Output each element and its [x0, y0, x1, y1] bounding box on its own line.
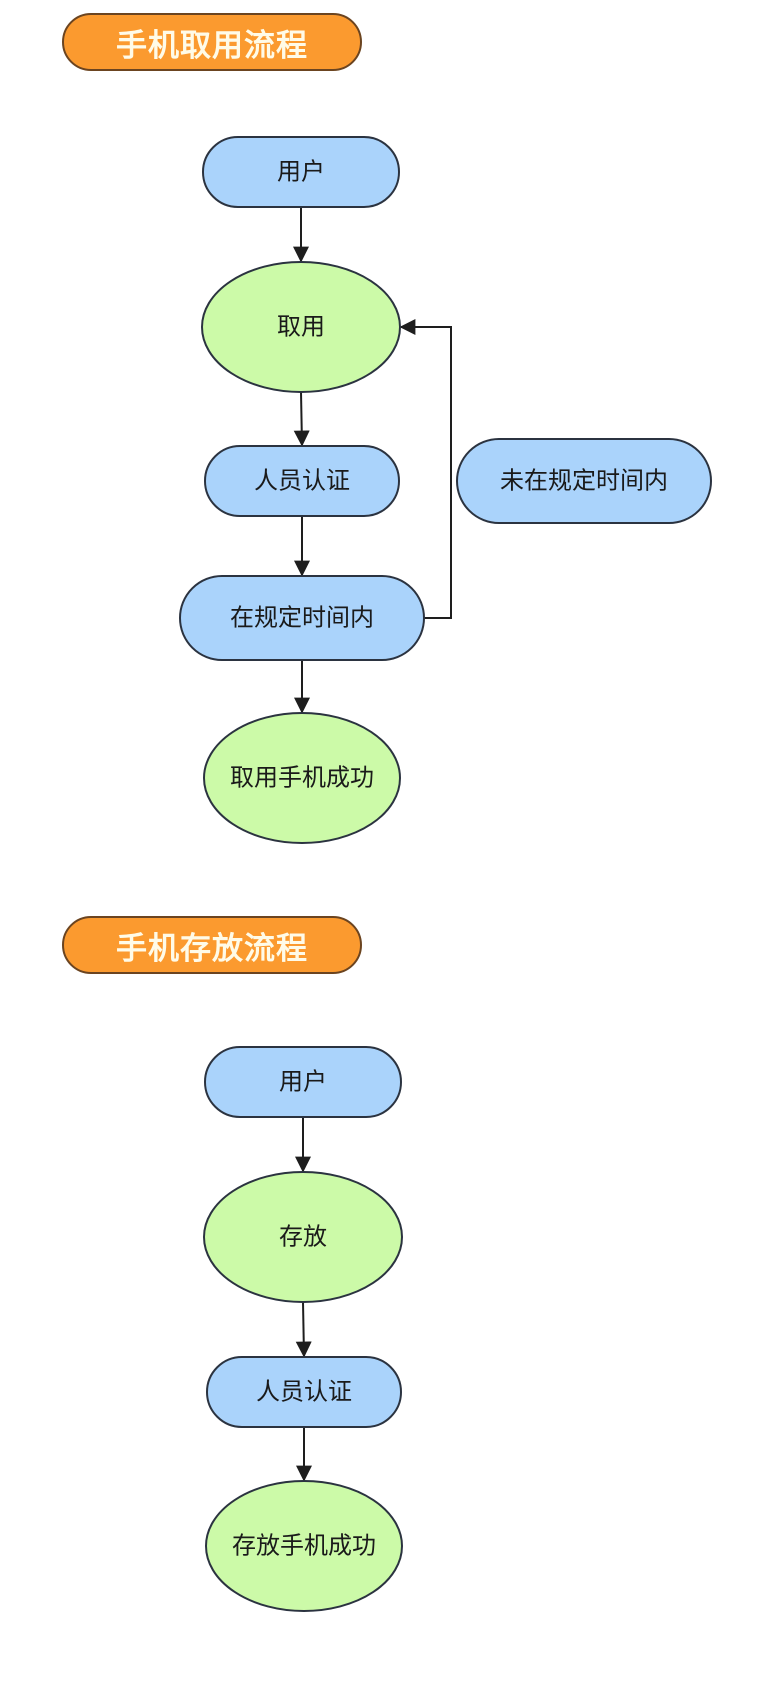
node-label: 存放手机成功 — [232, 1532, 376, 1560]
node-label: 用户 — [277, 158, 325, 186]
node-label: 存放 — [279, 1223, 327, 1251]
node-label: 在规定时间内 — [230, 604, 374, 632]
node-label: 取用 — [277, 313, 325, 341]
node-in-time: 在规定时间内 — [179, 575, 425, 661]
node-store: 存放 — [203, 1171, 403, 1303]
edge-store-to-auth2 — [295, 1301, 312, 1358]
node-label: 人员认证 — [256, 1378, 352, 1406]
pill-shape — [204, 1046, 402, 1118]
node-success: 取用手机成功 — [203, 712, 401, 844]
pill-shape — [179, 575, 425, 661]
node-auth: 人员认证 — [204, 445, 400, 517]
edge-in-time-to-take — [399, 319, 452, 619]
edge-take-to-auth — [293, 391, 310, 447]
ellipse-shape — [205, 1480, 403, 1612]
ellipse-shape — [201, 261, 401, 393]
node-label: 用户 — [279, 1068, 327, 1096]
node-label: 取用手机成功 — [230, 764, 374, 792]
node-label: 未在规定时间内 — [500, 467, 668, 495]
node-auth2: 人员认证 — [206, 1356, 402, 1428]
section-title-store: 手机存放流程 — [62, 916, 362, 974]
pill-shape — [456, 438, 712, 524]
node-user: 用户 — [202, 136, 400, 208]
node-take: 取用 — [201, 261, 401, 393]
ellipse-shape — [203, 1171, 403, 1303]
pill-shape — [202, 136, 400, 208]
node-user2: 用户 — [204, 1046, 402, 1118]
node-success2: 存放手机成功 — [205, 1480, 403, 1612]
section-title-take: 手机取用流程 — [62, 13, 362, 71]
pill-shape — [206, 1356, 402, 1428]
pill-shape — [204, 445, 400, 517]
node-not-in-time: 未在规定时间内 — [456, 438, 712, 524]
ellipse-shape — [203, 712, 401, 844]
node-label: 人员认证 — [254, 467, 350, 495]
